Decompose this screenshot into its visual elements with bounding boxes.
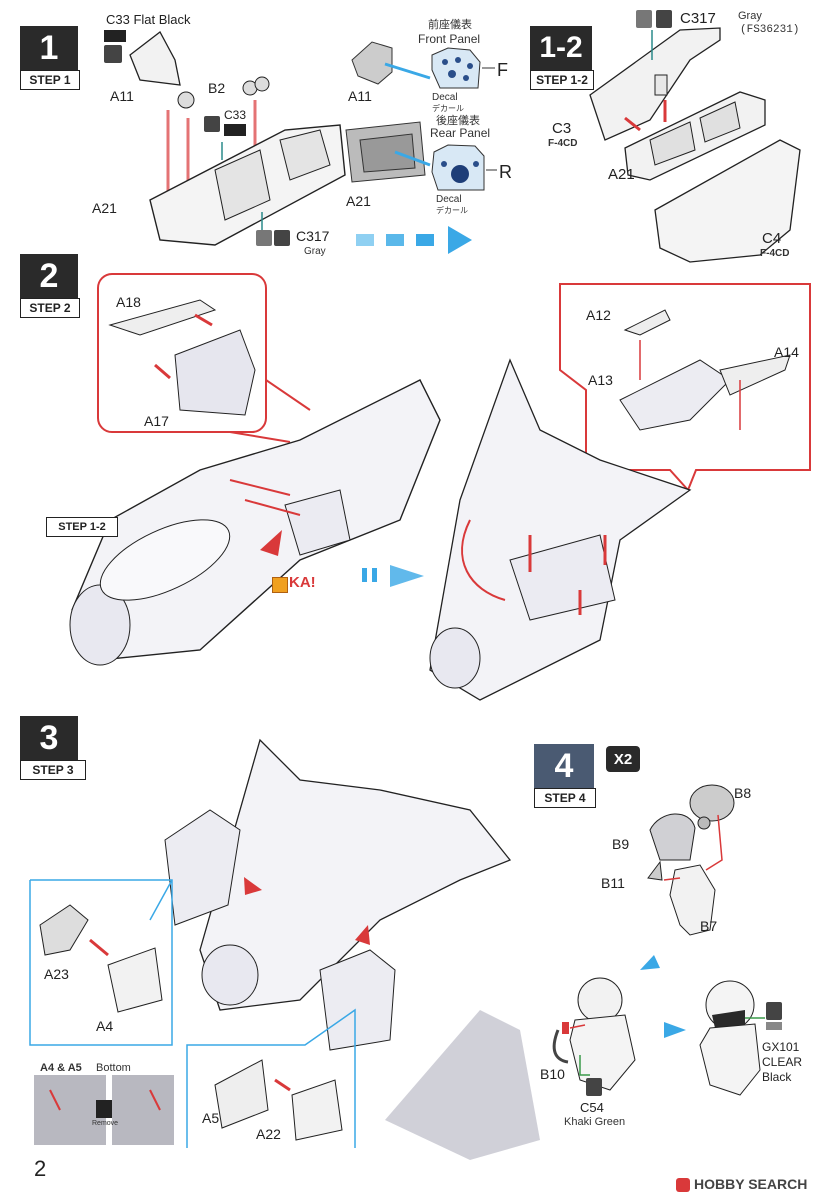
step4-number: 4 [534,744,594,788]
c317-1-2-gray: Gray [738,10,762,22]
panel-a11-label: A11 [348,88,372,104]
rear-decal-jp: デカール [436,206,468,215]
a4-label: A4 [96,1018,114,1034]
page-number: 2 [34,1156,47,1181]
black-label: Black [762,1070,792,1084]
b2-label: B2 [208,80,226,96]
ka-label: KA! [289,574,316,591]
khaki-label: Khaki Green [564,1116,626,1128]
front-panel-jp: 前座儀表 [428,19,472,31]
a13-label: A13 [588,372,613,388]
step2-label: STEP 2 [20,298,80,318]
rear-panel-en: Rear Panel [430,126,491,140]
c317-brush-icon [274,230,290,246]
panel-a21-label: A21 [346,193,371,209]
step1-label: STEP 1 [20,70,80,90]
front-decal-jp: デカール [432,104,464,113]
c317-gray-label: Gray [304,246,326,257]
a5-label: A5 [202,1110,220,1126]
c3-variant: F-4CD [548,138,578,149]
a14-label: A14 [774,344,799,360]
a21-1-2-label: A21 [608,166,635,183]
c4-label: C4 [762,230,782,247]
hobby-search-watermark: HOBBY SEARCH [694,1176,808,1192]
hobby-search-logo-icon [676,1178,690,1192]
step4-label: STEP 4 [534,788,596,808]
step1-2-number: 1-2 [530,26,592,70]
step3-label: STEP 3 [20,760,86,780]
step2-number: 2 [20,254,78,298]
paint-brush-icon [104,45,122,63]
front-panel-en: Front Panel [418,32,481,46]
c54-brush-icon [586,1078,602,1096]
a21-label: A21 [92,200,117,216]
a23-label: A23 [44,966,69,982]
front-decal-en: Decal [432,92,458,103]
clear-label: CLEAR [762,1055,803,1069]
fs-code: (FS36231) [740,24,800,36]
c33-small-swatch [224,124,246,136]
rear-letter: R [499,162,512,182]
step3-number: 3 [20,716,78,760]
remove-icon [96,1100,112,1118]
c317-1-2-brush-icon [656,10,672,28]
c317-1-2-label: C317 [680,10,716,27]
b7-label: B7 [700,918,718,934]
a18-label: A18 [116,294,141,310]
c33-paint-icon [204,116,220,132]
remove-label: Remove [92,1120,119,1127]
c317-label: C317 [296,228,330,244]
step1-2-label: STEP 1-2 [530,70,594,90]
a22-label: A22 [256,1126,281,1142]
bottom-label: Bottom [96,1062,131,1074]
b9-label: B9 [612,836,630,852]
gx101-label: GX101 [762,1040,800,1054]
c54-label: C54 [580,1100,604,1115]
a17-label: A17 [144,413,169,429]
a4a5-label: A4 & A5 [40,1062,82,1074]
step1-2-ref-label: STEP 1-2 [46,517,118,537]
step4-multiplier: X2 [606,746,640,772]
c33-label: C33 [224,108,247,122]
b8-label: B8 [734,785,752,801]
rear-panel-jp: 後座儀表 [436,115,480,127]
step1-number: 1 [20,26,78,70]
b10-label: B10 [540,1066,565,1082]
c3-label: C3 [552,120,572,137]
ka-badge [272,577,288,593]
c33-swatch [104,30,126,42]
gx101-swatch [766,1022,782,1030]
front-letter: F [497,60,508,80]
c4-variant: F-4CD [760,248,790,259]
c317-paint-icon [256,230,272,246]
b11-label: B11 [601,875,625,891]
a12-label: A12 [586,307,611,323]
gx101-brush-icon [766,1002,782,1020]
a11-label: A11 [110,88,134,104]
rear-decal-en: Decal [436,194,462,205]
c33-flat-black-label: C33 Flat Black [106,12,191,27]
c317-gray-swatch [636,10,652,28]
